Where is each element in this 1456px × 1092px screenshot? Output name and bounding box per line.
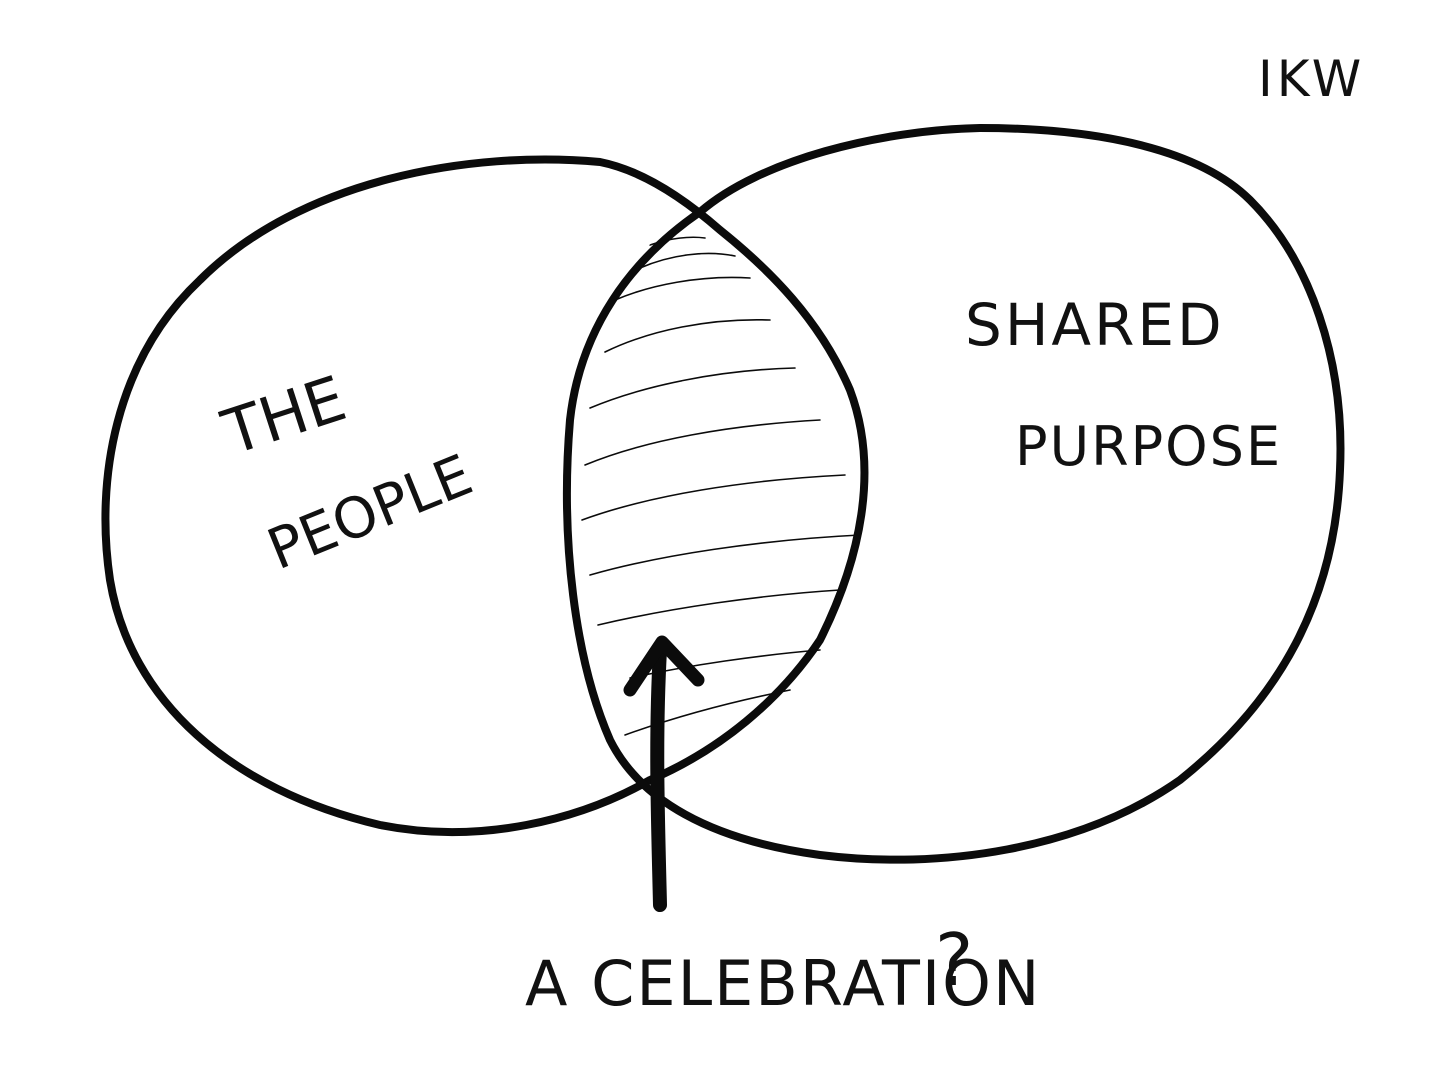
right-set-label-line1: SHARED (965, 291, 1225, 359)
left-circle (101, 155, 869, 837)
signature: IKW (1258, 50, 1365, 108)
right-set-label-line2: PURPOSE (1015, 415, 1282, 478)
left-set-label-line1: THE (213, 362, 354, 470)
intersection-hatching (581, 236, 861, 736)
arrow (623, 635, 705, 912)
left-set-label-line2: PEOPLE (259, 443, 481, 583)
right-circle (562, 124, 1345, 864)
question-mark: ? (935, 918, 973, 1002)
intersection-caption: A CELEBRATION (525, 947, 1041, 1020)
